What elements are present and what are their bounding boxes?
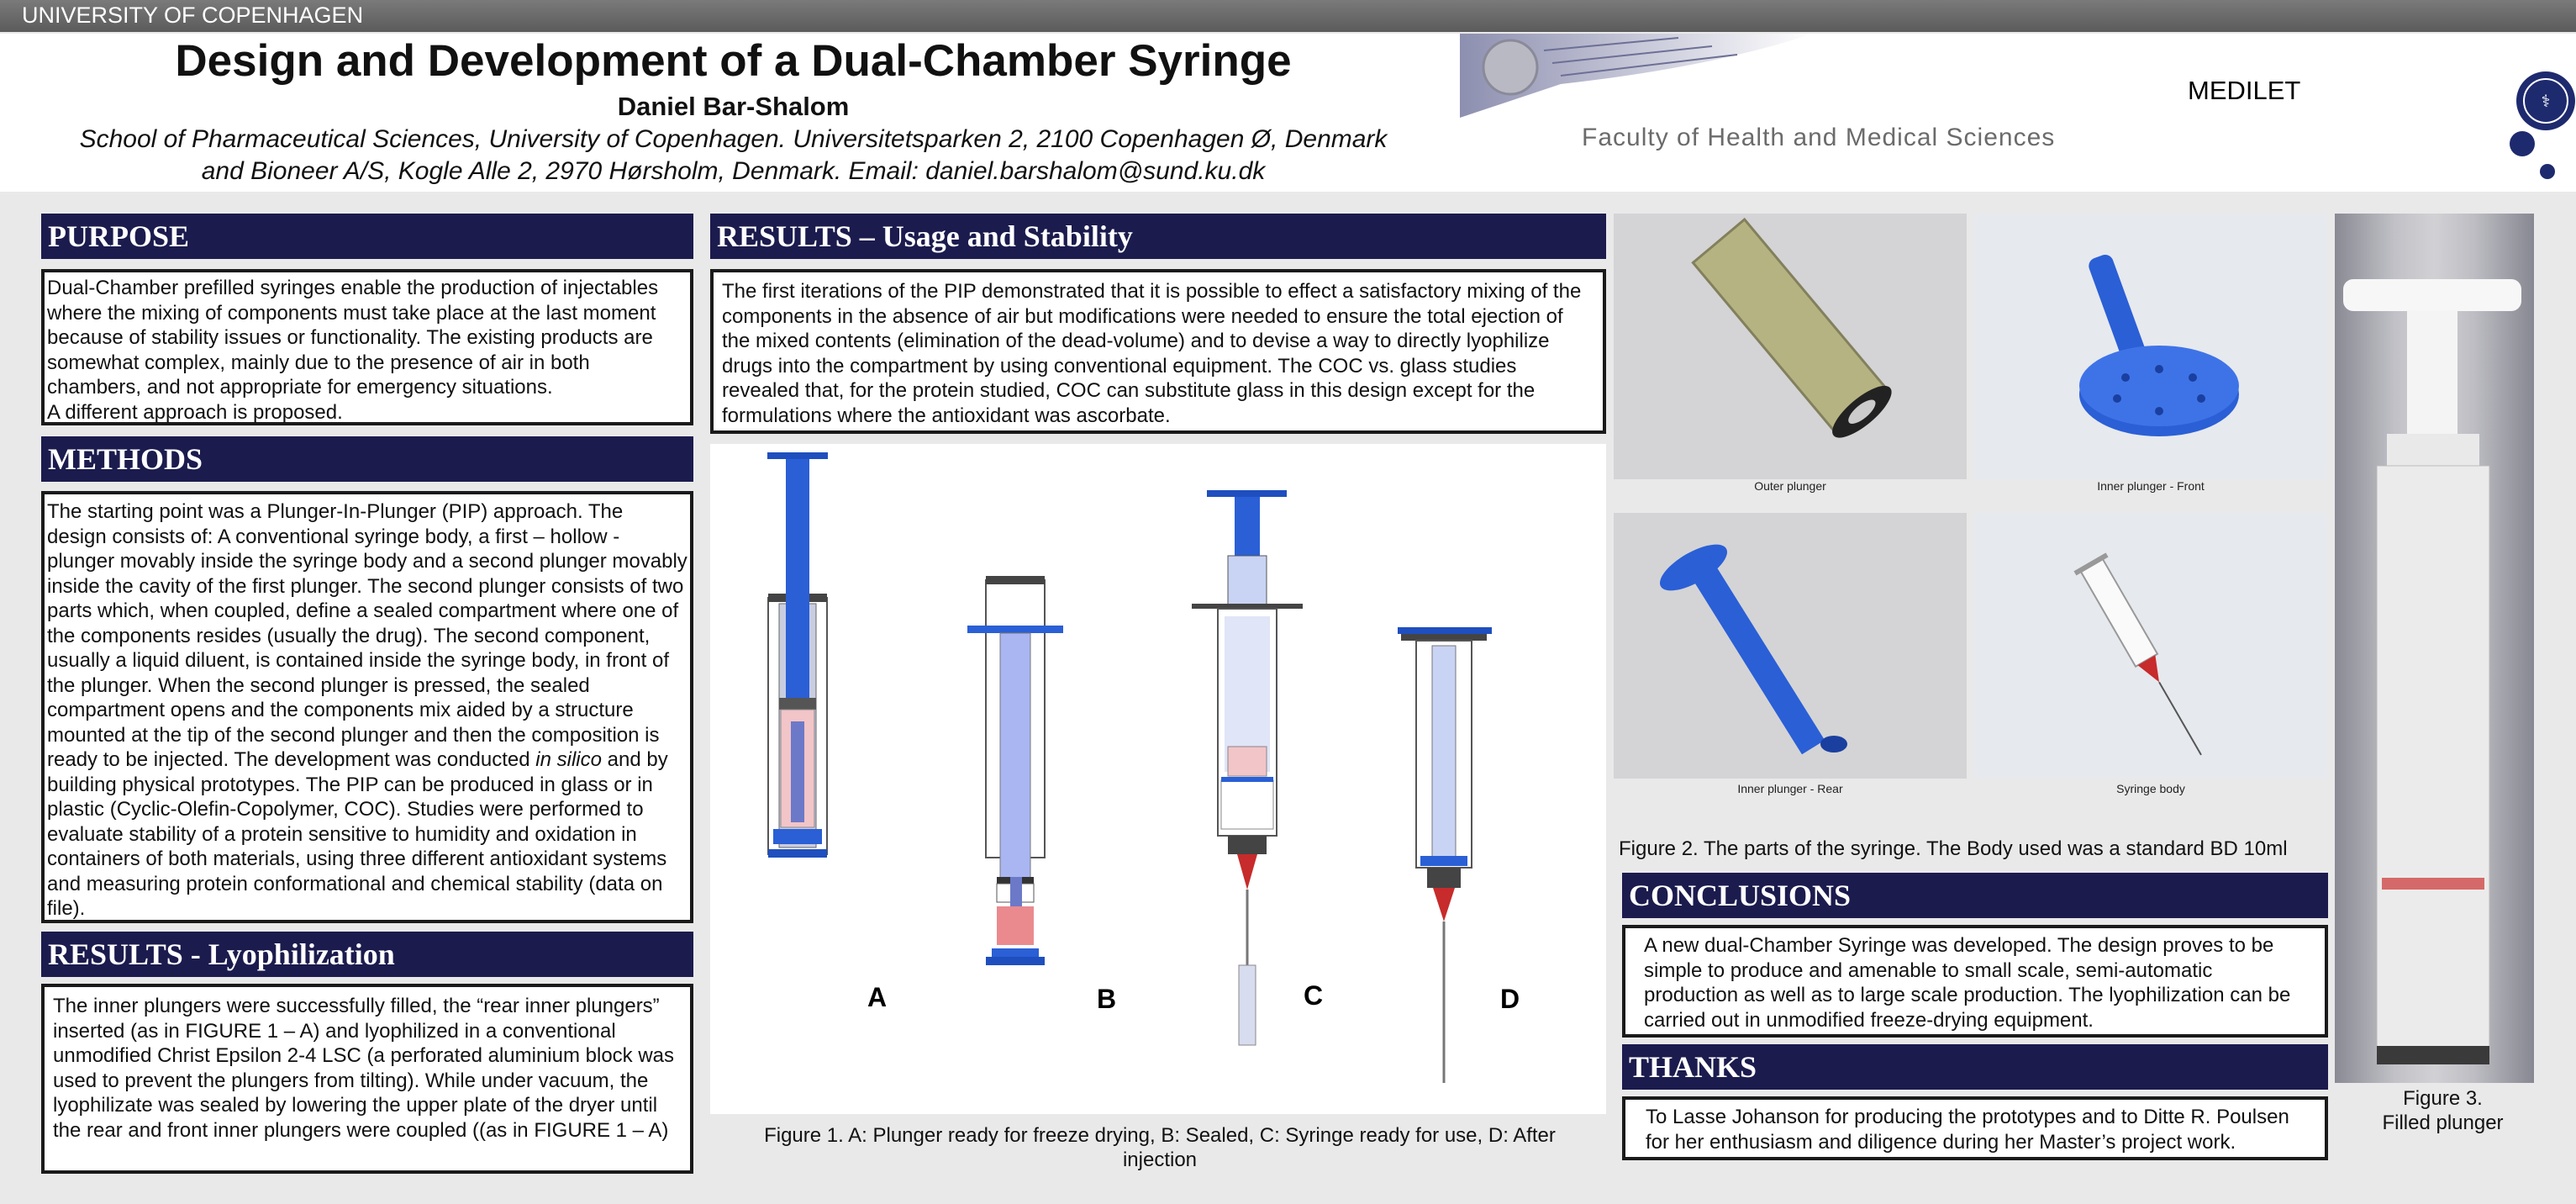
- methods-text-b: and by building physical prototypes. The…: [47, 748, 668, 920]
- figure-2-outer-plunger: [1614, 214, 1967, 479]
- affiliation-line-2: and Bioneer A/S, Kogle Alle 2, 2970 Hørs…: [201, 157, 1266, 185]
- figure-3-photo: [2335, 214, 2534, 1083]
- affiliation-line-1: School of Pharmaceutical Sciences, Unive…: [79, 125, 1388, 153]
- figure-2-syringe-body: [1974, 513, 2327, 779]
- svg-text:⚕: ⚕: [2542, 92, 2551, 111]
- poster-header: [0, 34, 2576, 192]
- figure-3-caption-line2: Filled plunger: [2382, 1112, 2504, 1134]
- lyophilization-box: The inner plungers were successfully fil…: [41, 984, 693, 1174]
- figure-2-caption: Figure 2. The parts of the syringe. The …: [1619, 837, 2288, 860]
- figure-1-label-a: A: [867, 982, 888, 1012]
- inner-plunger-rear-drawing: [1660, 544, 1847, 755]
- institution-name: UNIVERSITY OF COPENHAGEN: [22, 3, 364, 28]
- figure-3-caption-line1: Figure 3.: [2403, 1087, 2483, 1110]
- partner-logo-text: MEDILET: [2188, 76, 2301, 105]
- syringe-body-drawing: [2073, 552, 2202, 756]
- thanks-heading: THANKS: [1622, 1044, 2328, 1090]
- figure-2-label-rear: Inner plunger - Rear: [1737, 782, 1843, 795]
- figure-1-label-d: D: [1500, 984, 1520, 1014]
- figure-1-caption: Figure 1. A: Plunger ready for freeze dr…: [764, 1124, 1556, 1171]
- syringe-a-drawing: [767, 452, 828, 858]
- figure-2-inner-front: [1974, 214, 2327, 479]
- seal-relief-icon: [1482, 39, 1539, 96]
- figure-1-panel: A B C D: [710, 444, 1606, 1114]
- poster-title: Design and Development of a Dual-Chamber…: [175, 36, 1292, 86]
- methods-text-a: The starting point was a Plunger-In-Plun…: [47, 500, 687, 771]
- top-bar: UNIVERSITY OF COPENHAGEN: [0, 0, 2576, 32]
- usage-heading: RESULTS – Usage and Stability: [710, 214, 1606, 259]
- purpose-box: Dual-Chamber prefilled syringes enable t…: [41, 269, 693, 425]
- poster-author: Daniel Bar-Shalom: [617, 92, 850, 121]
- conclusions-text: A new dual-Chamber Syringe was developed…: [1644, 934, 2291, 1032]
- inner-plunger-front-drawing: [2079, 254, 2239, 436]
- faculty-banner-graphic: [1460, 34, 1813, 118]
- purpose-text-2: A different approach is proposed.: [47, 400, 343, 424]
- lyophilization-heading: RESULTS - Lyophilization: [41, 932, 693, 977]
- methods-heading: METHODS: [41, 436, 693, 482]
- syringe-d-drawing: [1398, 627, 1492, 1083]
- conclusions-heading: CONCLUSIONS: [1622, 873, 2328, 918]
- faculty-name: Faculty of Health and Medical Sciences: [1582, 124, 2056, 151]
- filled-plunger-photo: [2335, 214, 2534, 1083]
- thanks-box: To Lasse Johanson for producing the prot…: [1622, 1096, 2328, 1160]
- thanks-text: To Lasse Johanson for producing the prot…: [1646, 1106, 2289, 1154]
- methods-box: The starting point was a Plunger-In-Plun…: [41, 491, 693, 923]
- university-seal-logo: ⚕: [2510, 71, 2575, 179]
- figure-2-label-front: Inner plunger - Front: [2097, 479, 2205, 493]
- syringe-b-drawing: [967, 576, 1063, 965]
- poster-affiliation: School of Pharmaceutical Sciences, Unive…: [0, 124, 1467, 187]
- conclusions-box: A new dual-Chamber Syringe was developed…: [1622, 925, 2328, 1038]
- figure-3-caption: Figure 3. Filled plunger: [2335, 1086, 2551, 1135]
- figure-1-syringes: [767, 452, 1492, 1083]
- figure-1-label-b: B: [1097, 984, 1117, 1014]
- figure-2-label-body: Syringe body: [2116, 782, 2185, 795]
- figure-2-inner-rear: [1614, 513, 1967, 779]
- methods-text-emphasis: in silico: [535, 748, 602, 771]
- syringe-c-drawing: [1192, 490, 1303, 1046]
- usage-box: The first iterations of the PIP demonstr…: [710, 269, 1606, 434]
- purpose-heading: PURPOSE: [41, 214, 693, 259]
- figure-1-label-c: C: [1304, 980, 1324, 1011]
- usage-text: The first iterations of the PIP demonstr…: [722, 280, 1582, 427]
- lyophilization-text: The inner plungers were successfully fil…: [53, 995, 675, 1142]
- outer-plunger-drawing: [1691, 217, 1892, 438]
- purpose-text: Dual-Chamber prefilled syringes enable t…: [47, 277, 659, 399]
- figure-2-label-outer: Outer plunger: [1754, 479, 1826, 493]
